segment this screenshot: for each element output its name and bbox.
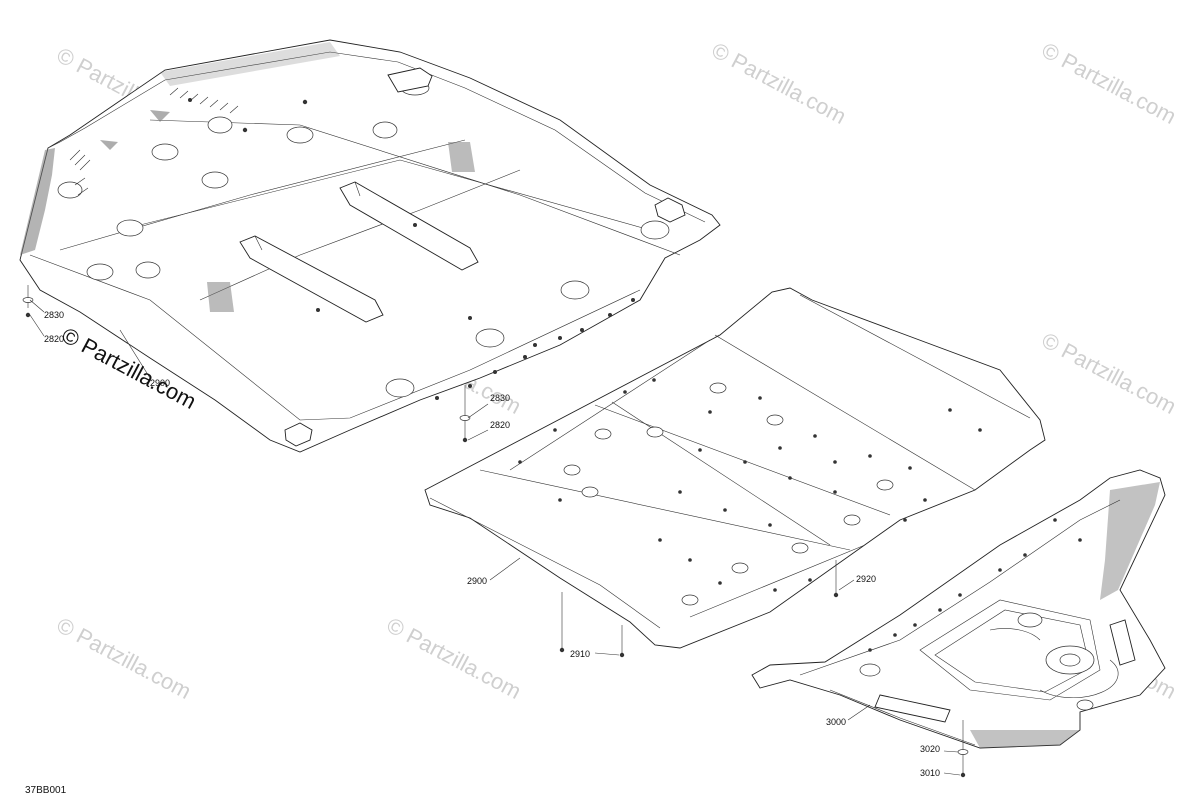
callout-2820-center: 2820 (490, 420, 510, 430)
callout-2820-front: 2820 (44, 334, 64, 344)
callout-2920: 2920 (856, 574, 876, 584)
callout-2900-front: 2900 (150, 378, 170, 388)
watermark-text: © Partzilla.com (708, 37, 851, 129)
rear-plate-callouts: 3000 3020 3010 (826, 704, 969, 778)
middle-plate-callouts: 2900 2910 2920 (467, 557, 876, 659)
middle-skid-plate (424, 287, 1046, 649)
callout-2830-front: 2830 (44, 310, 64, 320)
callout-3020: 3020 (920, 744, 940, 754)
watermark-text: © Partzilla.com (1038, 327, 1181, 419)
front-skid-plate (19, 39, 721, 453)
callout-2830-center: 2830 (490, 393, 510, 403)
callout-3010: 3010 (920, 768, 940, 778)
diagram-code: 37BB001 (25, 785, 67, 796)
callout-2910: 2910 (570, 649, 590, 659)
watermark-text: © Partzilla.com (1038, 37, 1181, 129)
callout-2900: 2900 (467, 576, 487, 586)
watermark-text: © Partzilla.com (383, 612, 526, 704)
rear-skid-plate (751, 469, 1166, 749)
callout-3000: 3000 (826, 717, 846, 727)
watermark-text: © Partzilla.com (53, 612, 196, 704)
